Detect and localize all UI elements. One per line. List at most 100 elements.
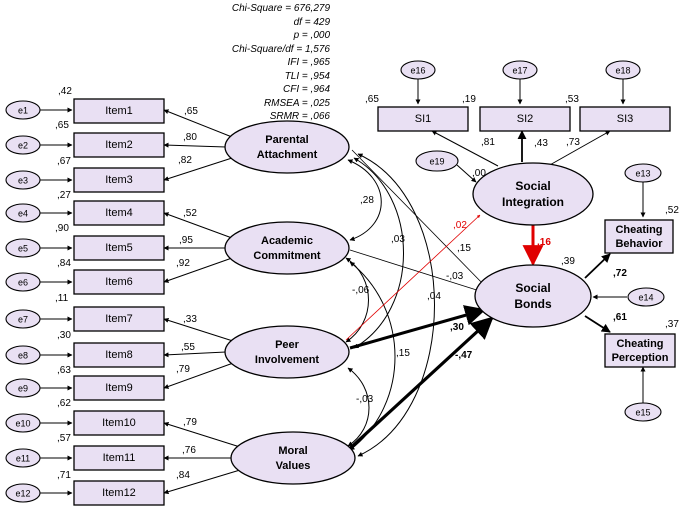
- item-r2-labels: ,42 ,65 ,67 ,27 ,90 ,84 ,11 ,30 ,63 ,62 …: [55, 86, 72, 481]
- path-sb-cb: [584, 253, 611, 279]
- error-label-e17: e17: [512, 65, 527, 75]
- error-node-e4: [5, 203, 41, 223]
- si-label-2: SI2: [517, 113, 534, 125]
- item-label-2: Item2: [105, 139, 133, 151]
- si-error-arrows: [415, 78, 626, 183]
- path-label-pe-sb: ,30: [450, 322, 464, 333]
- loading-2: [163, 142, 227, 148]
- e19-arrow: [456, 164, 477, 183]
- error-node-e5: [5, 238, 41, 258]
- error-label-e1: e1: [18, 105, 28, 115]
- error-label-e5: e5: [18, 243, 28, 253]
- item-box-2: [73, 132, 165, 158]
- loading-9: [163, 361, 237, 389]
- path-ac-sb: [349, 249, 484, 293]
- item-box-8: [73, 342, 165, 368]
- error-node-e19: [415, 150, 459, 172]
- si-r2-3: ,53: [565, 94, 579, 105]
- loading-10: [163, 421, 241, 448]
- latent-label-ac-1: Academic: [261, 235, 313, 247]
- latent-label-si-1: Social: [515, 179, 550, 193]
- fit-stat-ifi: IFI = ,965: [287, 57, 330, 68]
- error-node-e6: [5, 272, 41, 292]
- latent-label-pa-1: Parental: [265, 134, 308, 146]
- cheating-perception-label-2: Perception: [612, 352, 669, 364]
- cheating-behavior-label-1: Cheating: [615, 224, 662, 236]
- si-label-1: SI1: [415, 113, 432, 125]
- cov-label-pa-pe: ,03: [391, 234, 405, 245]
- loading-12: [163, 469, 241, 495]
- item-r2-5: ,90: [55, 223, 69, 234]
- latent-label-sb-1: Social: [515, 281, 550, 295]
- item-box-4: [73, 200, 165, 226]
- error-label-e13: e13: [635, 168, 650, 178]
- fit-stat-p: p = ,000: [293, 30, 330, 41]
- error-label-e4: e4: [18, 208, 28, 218]
- cov-label-ac-mv: ,15: [396, 348, 410, 359]
- cov-pa-mv: [357, 153, 435, 457]
- path-label-ac-sb: -,03: [446, 271, 464, 282]
- cov-pe-mv: [347, 367, 370, 447]
- si-box-1: [377, 106, 469, 132]
- loading-1: [163, 109, 233, 138]
- loading-labels: ,65 ,80 ,82 ,52 ,95 ,92 ,33 ,55 ,79 ,79 …: [176, 106, 198, 481]
- latent-label-mv-2: Values: [276, 460, 311, 472]
- loading-label-12: ,84: [176, 470, 190, 481]
- item-label-11: Item11: [103, 452, 136, 464]
- latent-peer-involvement: [224, 325, 350, 379]
- error-node-e14: [627, 287, 665, 307]
- si-box-2: [479, 106, 571, 132]
- item-r2-8: ,30: [57, 330, 71, 341]
- path-sb-cp: [584, 315, 611, 333]
- cov-label-pa-mv: ,04: [427, 291, 441, 302]
- error-node-e13: [624, 163, 662, 183]
- item-box-9: [73, 375, 165, 401]
- error-label-e9: e9: [18, 383, 28, 393]
- path-pe-sb: [349, 305, 487, 350]
- error-label-e16: e16: [410, 65, 425, 75]
- loading-label-9: ,79: [176, 364, 190, 375]
- item-r2-4: ,27: [57, 190, 71, 201]
- si-loading-label-2: ,43: [534, 138, 548, 149]
- loading-6: [163, 257, 233, 283]
- cheating-perception-box: [604, 333, 676, 368]
- error-node-e12: [5, 483, 41, 503]
- error-node-e7: [5, 309, 41, 329]
- loading-label-11: ,76: [182, 445, 196, 456]
- path-label-e19: ,00: [472, 168, 486, 179]
- error-label-e19: e19: [429, 156, 444, 166]
- item-label-8: Item8: [105, 349, 133, 361]
- structural-paths: [344, 149, 544, 454]
- latent-academic-commitment: [224, 221, 350, 275]
- item-label-5: Item5: [105, 242, 133, 254]
- fit-stat-chi-square: Chi-Square = 676,279: [231, 3, 330, 14]
- item-r2-6: ,84: [57, 258, 71, 269]
- item-r2-7: ,11: [55, 293, 69, 304]
- error-node-e9: [5, 378, 41, 398]
- error-node-e11: [5, 448, 41, 468]
- loading-7: [163, 317, 237, 343]
- fit-stat-df: df = 429: [293, 16, 330, 28]
- cov-label-pa-ac: ,28: [360, 195, 374, 206]
- item-r2-9: ,63: [57, 365, 71, 376]
- error-node-e3: [5, 170, 41, 190]
- loading-label-3: ,82: [178, 155, 192, 166]
- item-box-7: [73, 306, 165, 332]
- item-r2-1: ,42: [58, 86, 72, 97]
- si-arrow-to-si1: [431, 130, 499, 167]
- cov-label-pe-mv: -,03: [356, 394, 374, 405]
- cov-pa-pe: [353, 157, 404, 349]
- cheating-behavior-box: [604, 219, 674, 254]
- si-r2-1: ,65: [365, 94, 379, 105]
- si-box-3: [579, 106, 671, 132]
- path-label-pe-si: ,02: [453, 220, 467, 231]
- item-label-1: Item1: [105, 105, 133, 117]
- outcome-arrows: [584, 182, 646, 403]
- path-label-pa-sb: ,15: [457, 243, 471, 254]
- loading-label-10: ,79: [183, 417, 197, 428]
- item-box-11: [73, 445, 165, 471]
- error-label-e3: e3: [18, 175, 28, 185]
- item-r2-10: ,62: [57, 398, 71, 409]
- si-loading-label-1: ,81: [481, 137, 495, 148]
